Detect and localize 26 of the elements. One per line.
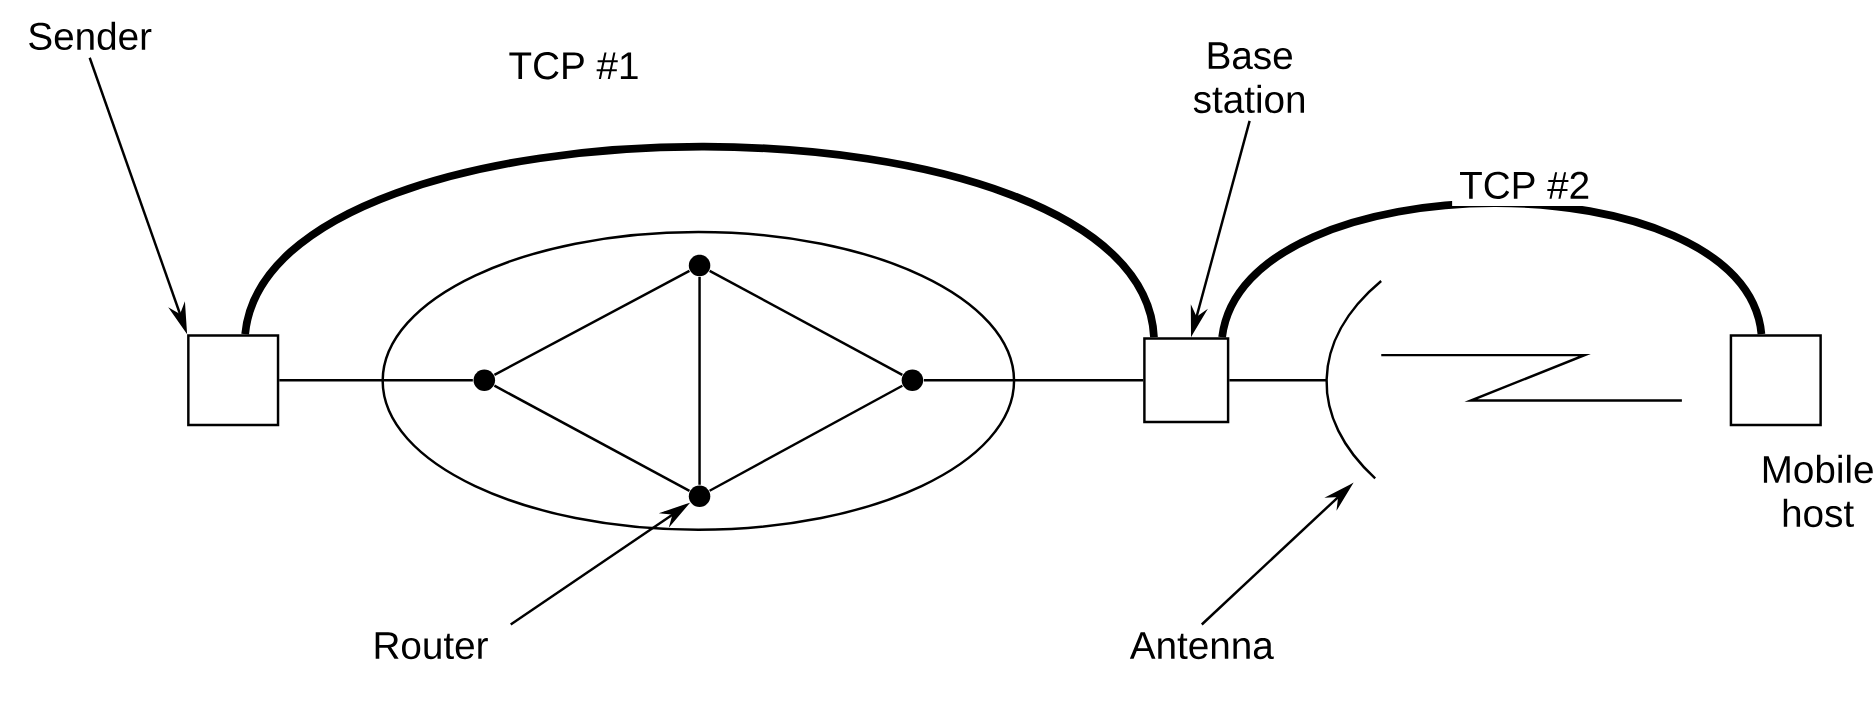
link-line xyxy=(493,384,691,493)
connection-arc xyxy=(1218,199,1766,339)
node-label: Router xyxy=(375,632,488,660)
node-label: Mobile host xyxy=(1763,455,1873,528)
router-dot xyxy=(688,254,711,277)
node-label: Sender xyxy=(29,21,152,51)
link-line xyxy=(698,277,701,486)
antenna-symbol xyxy=(1325,280,1382,480)
router-dot xyxy=(473,369,496,392)
host-box xyxy=(187,334,280,427)
link-line xyxy=(493,270,691,377)
edge-label: TCP #2 xyxy=(1452,164,1598,207)
edge-label: TCP #1 xyxy=(501,45,647,87)
node-label: Base station xyxy=(1193,42,1304,114)
host-box xyxy=(1729,334,1822,427)
wireless-link xyxy=(1381,354,1682,403)
base-station-box xyxy=(1143,337,1230,424)
router-dot xyxy=(688,485,711,508)
link-line xyxy=(279,379,473,382)
router-dot xyxy=(901,369,924,392)
link-line xyxy=(709,270,903,377)
link-line xyxy=(923,379,1144,382)
link-line xyxy=(709,384,903,493)
node-label: Antenna xyxy=(1129,632,1274,660)
link-line xyxy=(1229,379,1327,382)
network-ellipse xyxy=(381,231,1016,532)
